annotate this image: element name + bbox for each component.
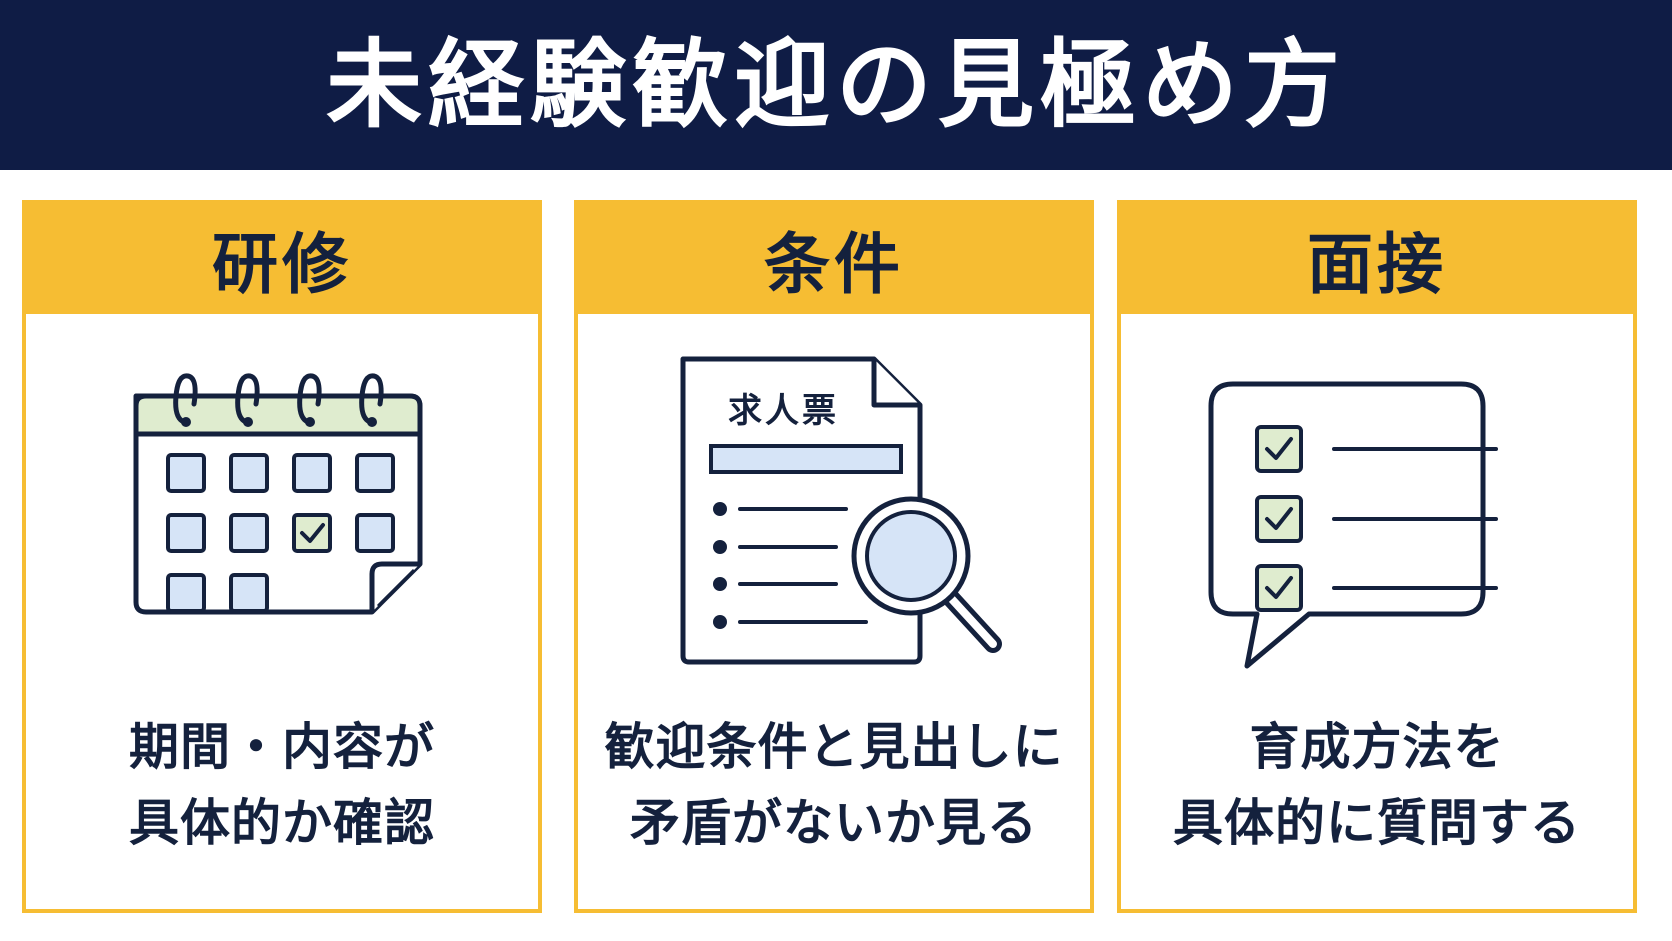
card-conditions: 条件 求人票 歓迎条件と見出しに 矛盾 <box>574 200 1094 913</box>
description-line: 具体的に質問する <box>1173 794 1581 852</box>
document-label: 求人票 <box>728 391 839 431</box>
card-interview: 面接 育成方法を 具体的に質問する <box>1117 200 1637 913</box>
card-header: 面接 <box>1121 204 1633 314</box>
job-posting-search-icon: 求人票 <box>578 334 1090 694</box>
card-training: 研修 <box>22 200 542 913</box>
card-heading: 研修 <box>212 226 352 303</box>
description-line: 育成方法を <box>1249 718 1505 776</box>
description-line: 矛盾がないか見る <box>630 794 1038 852</box>
page-title: 未経験歓迎の見極め方 <box>326 29 1346 141</box>
description-line: 歓迎条件と見出しに <box>604 718 1064 776</box>
card-description: 育成方法を 具体的に質問する <box>1121 709 1633 861</box>
card-header: 条件 <box>578 204 1090 314</box>
card-header: 研修 <box>26 204 538 314</box>
card-description: 期間・内容が 具体的か確認 <box>26 709 538 861</box>
checklist-speech-bubble-icon <box>1121 334 1633 694</box>
calendar-icon <box>26 334 538 694</box>
description-line: 期間・内容が <box>129 718 435 776</box>
title-banner: 未経験歓迎の見極め方 <box>0 0 1672 170</box>
description-line: 具体的か確認 <box>129 794 435 852</box>
card-heading: 条件 <box>764 226 904 303</box>
card-heading: 面接 <box>1307 226 1447 303</box>
card-description: 歓迎条件と見出しに 矛盾がないか見る <box>578 709 1090 861</box>
